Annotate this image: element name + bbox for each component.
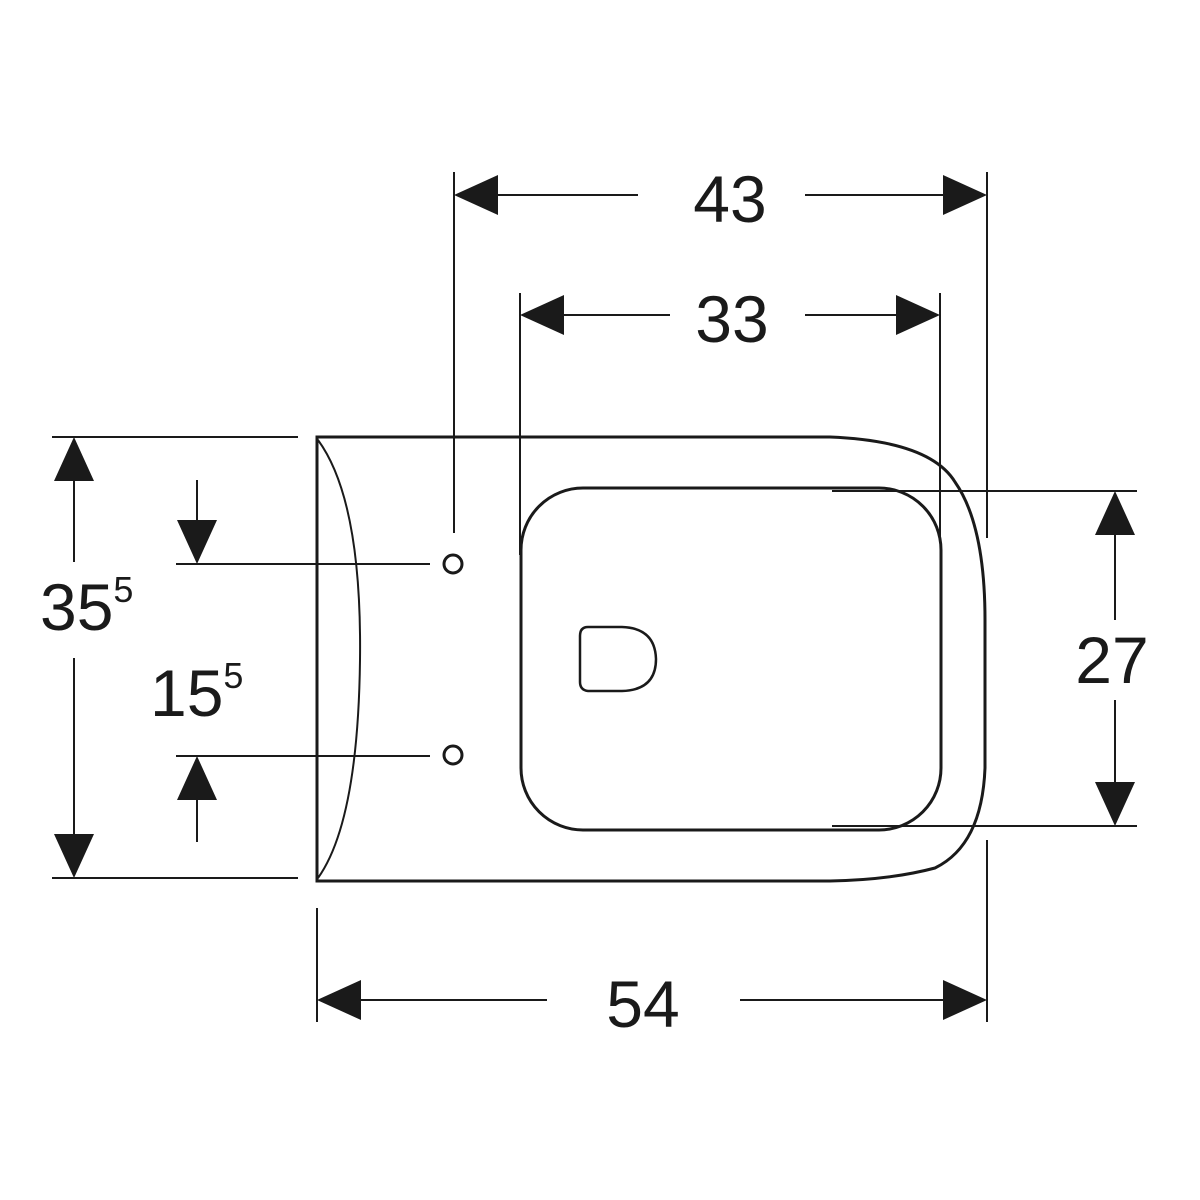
fixing-hole-upper [442, 553, 464, 575]
arrow-head-up [177, 756, 217, 800]
dimension-label-43: 43 [693, 162, 766, 236]
arrow-head-down [177, 520, 217, 564]
arrow-head-right [943, 175, 987, 215]
dimension-overall-width: 43 [453, 162, 988, 538]
fixing-hole-lower [442, 744, 464, 766]
dimension-label-35-5: 355 [40, 569, 133, 644]
wall-mounting-face-curve [317, 439, 362, 879]
arrow-head-right [896, 295, 940, 335]
dimension-label-27: 27 [1075, 623, 1148, 697]
arrow-head-up [54, 437, 94, 481]
toilet-outline [315, 435, 987, 883]
arrow-head-left [520, 295, 564, 335]
dimension-label-54: 54 [606, 967, 679, 1041]
dimension-fixing-spacing: 155 [150, 480, 430, 842]
arrow-head-right [943, 980, 987, 1020]
arrow-head-down [54, 834, 94, 878]
dimension-rim-height: 355 [40, 436, 298, 879]
dimension-bowl-depth: 27 [832, 490, 1149, 827]
arrow-head-up [1095, 491, 1135, 535]
dimension-label-33: 33 [695, 282, 768, 356]
dimension-total-length: 54 [316, 840, 988, 1041]
flush-opening-d-shape [578, 625, 658, 693]
toilet-outer-shell [315, 435, 987, 883]
seat-rim-outline [519, 486, 943, 832]
dimension-label-15-5: 155 [150, 655, 243, 730]
arrow-head-left [454, 175, 498, 215]
arrow-head-left [317, 980, 361, 1020]
dimension-bowl-width: 33 [519, 282, 941, 555]
arrow-head-down [1095, 782, 1135, 826]
